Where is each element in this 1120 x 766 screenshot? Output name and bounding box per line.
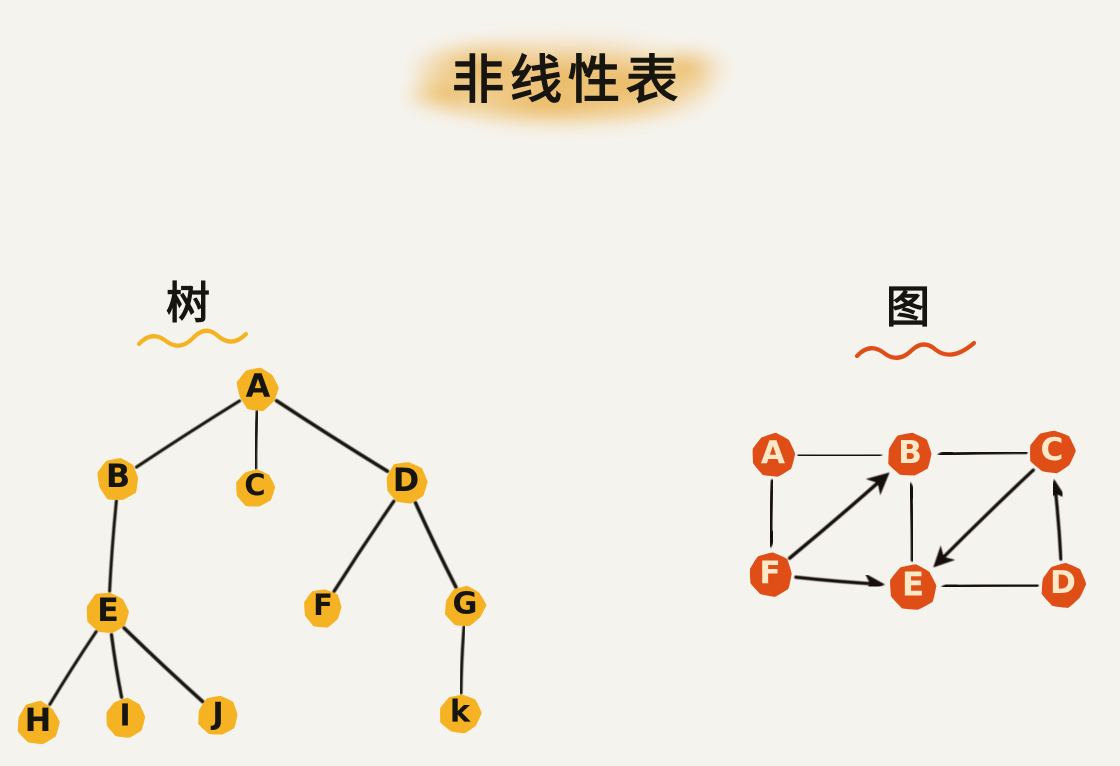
graph-edge-a-to-f xyxy=(759,479,782,549)
graph-edge-d-to-e xyxy=(940,574,1039,597)
graph-node-label: C xyxy=(1041,432,1064,468)
tree-node-label: D xyxy=(393,461,419,499)
tree-node-g[interactable]: G xyxy=(444,585,487,627)
graph-section-heading: 图 xyxy=(854,282,977,360)
tree-node-label: B xyxy=(106,457,130,495)
tree-edge-g-k xyxy=(459,625,466,695)
graph-node-label: D xyxy=(1050,565,1076,601)
tree-node-label: I xyxy=(119,698,130,733)
tree-node-i[interactable]: I xyxy=(106,697,146,738)
tree-node-circle xyxy=(236,469,276,507)
graph-node-circle xyxy=(749,552,792,597)
graph-node-f[interactable]: F xyxy=(749,552,792,597)
tree-node-h[interactable]: H xyxy=(17,700,60,745)
graph-node-circle xyxy=(1030,430,1076,474)
tree-node-label: H xyxy=(25,701,52,739)
tree-node-circle xyxy=(236,367,279,412)
tree-node-label: J xyxy=(210,696,223,731)
tree-edge-b-e xyxy=(108,499,118,593)
tree-node-circle xyxy=(304,589,342,628)
graph-label-underline xyxy=(854,340,977,360)
graph-node-label: F xyxy=(759,555,780,591)
tree-node-circle xyxy=(17,700,60,745)
page-title: 非线性表 xyxy=(452,51,684,111)
tree-node-c[interactable]: C xyxy=(236,468,276,507)
tree-edge-group xyxy=(48,399,466,706)
tree-edge-a-c xyxy=(253,409,259,470)
tree-edge-a-b xyxy=(134,399,242,469)
graph-node-group: A B C D E F xyxy=(749,430,1087,610)
graph-node-label: E xyxy=(902,565,924,603)
tree-node-f[interactable]: F xyxy=(304,588,342,628)
graph-node-a[interactable]: A xyxy=(752,432,796,477)
tree-node-b[interactable]: B xyxy=(97,457,139,501)
tree-node-circle xyxy=(198,695,238,735)
tree-label-underline xyxy=(136,328,249,348)
graph-node-circle xyxy=(752,432,796,477)
tree-label: 树 xyxy=(166,278,210,329)
tree-edge-d-f xyxy=(332,499,396,593)
graph-edge-f-to-b xyxy=(787,472,890,560)
tree-edge-e-j xyxy=(122,626,205,704)
graph-node-d[interactable]: D xyxy=(1041,563,1087,609)
graph-edge-d-to-c xyxy=(1046,478,1067,561)
graph-edge-f-to-e xyxy=(794,573,886,594)
tree-node-circle xyxy=(440,694,482,734)
graph-node-b[interactable]: B xyxy=(888,432,932,476)
tree-node-circle xyxy=(106,697,146,738)
tree-node-label: C xyxy=(244,468,265,502)
tree-node-e[interactable]: E xyxy=(86,591,129,634)
graph-node-label: B xyxy=(898,435,922,471)
tree-node-circle xyxy=(97,458,139,501)
graph-node-circle xyxy=(1041,563,1087,609)
tree-node-label: E xyxy=(97,591,119,629)
tree-node-label: F xyxy=(313,588,333,622)
tree-edge-d-g xyxy=(413,501,458,589)
graph-label: 图 xyxy=(886,282,930,333)
tree-node-circle xyxy=(444,585,487,627)
tree-node-d[interactable]: D xyxy=(386,461,428,504)
tree-node-a[interactable]: A xyxy=(236,367,279,412)
tree-node-k[interactable]: k xyxy=(440,694,482,734)
tree-edge-e-i xyxy=(109,633,124,699)
tree-section-heading: 树 xyxy=(136,278,249,348)
tree-node-circle xyxy=(386,462,428,504)
graph-edge-a-to-b xyxy=(797,445,883,466)
graph-edge-c-to-b xyxy=(937,443,1028,464)
tree-node-label: G xyxy=(453,586,478,621)
graph-node-label: A xyxy=(761,435,785,471)
tree-node-j[interactable]: J xyxy=(198,695,238,735)
title-highlight-brush xyxy=(406,40,730,126)
tree-node-label: k xyxy=(450,694,471,729)
graph-edge-e-to-b xyxy=(900,481,923,562)
tree-edge-e-h xyxy=(48,630,98,706)
graph-edge-group xyxy=(759,443,1067,597)
graph-edge-c-to-e xyxy=(933,468,1035,568)
graph-node-c[interactable]: C xyxy=(1030,430,1076,474)
graph-node-circle xyxy=(888,432,932,476)
tree-node-circle xyxy=(86,592,129,634)
graph-node-e[interactable]: E xyxy=(890,564,937,610)
tree-edge-a-d xyxy=(274,399,390,473)
tree-node-label: A xyxy=(246,367,271,405)
graph-node-circle xyxy=(890,564,937,610)
